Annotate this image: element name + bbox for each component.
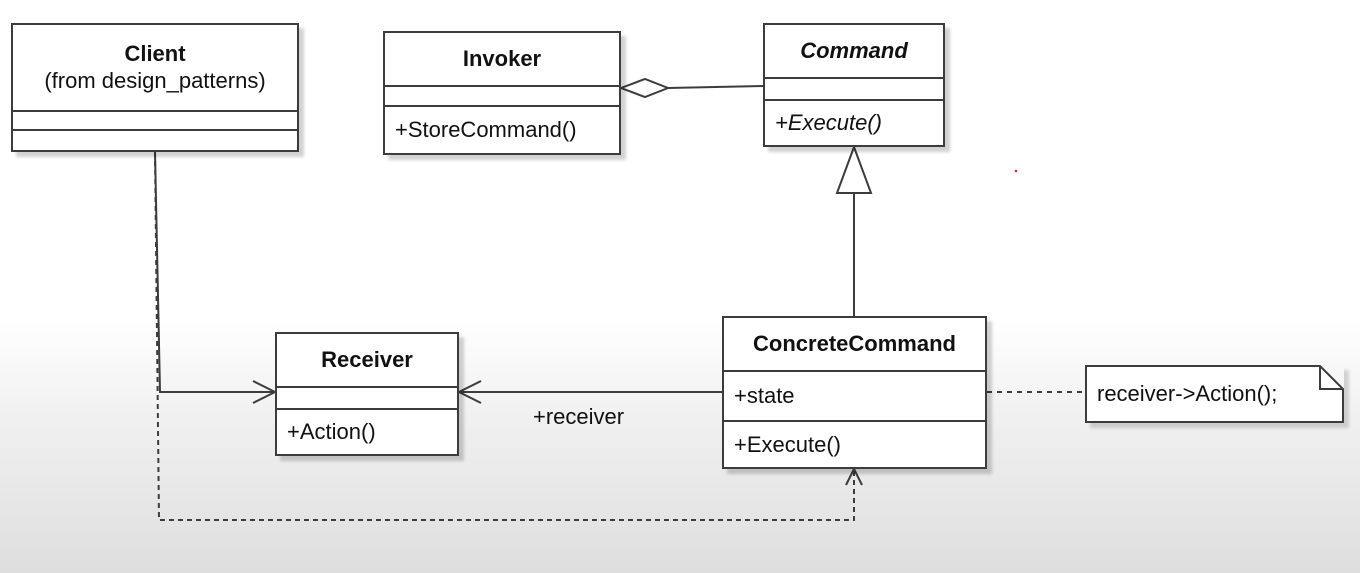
class-command-name: Command bbox=[765, 25, 943, 79]
class-command-operation: +Execute() bbox=[775, 110, 882, 135]
class-client-stereotype: (from design_patterns) bbox=[44, 67, 266, 93]
note-text: receiver->Action(); bbox=[1097, 381, 1278, 406]
class-invoker-operations: +StoreCommand() bbox=[385, 107, 619, 153]
class-receiver-operation: +Action() bbox=[287, 419, 376, 444]
aggregation-line bbox=[667, 85, 764, 89]
class-receiver-attributes bbox=[277, 388, 457, 410]
class-client-operations bbox=[13, 131, 297, 150]
class-command-operations: +Execute() bbox=[765, 101, 943, 145]
receiver-association-label: +receiver bbox=[533, 404, 625, 429]
class-concrete-command-operation: +Execute() bbox=[734, 431, 841, 457]
class-client-name: Client (from design_patterns) bbox=[13, 25, 297, 112]
class-concrete-command-name: ConcreteCommand bbox=[724, 318, 985, 372]
note-shape bbox=[1085, 365, 1344, 423]
class-command-attributes bbox=[765, 79, 943, 101]
aggregation-diamond bbox=[618, 77, 671, 99]
class-receiver-title: Receiver bbox=[321, 346, 413, 372]
class-invoker-operation: +StoreCommand() bbox=[395, 117, 577, 142]
class-concrete-command[interactable]: ConcreteCommand +state +Execute() bbox=[722, 316, 987, 469]
class-concrete-command-title: ConcreteCommand bbox=[753, 330, 956, 356]
class-invoker-title: Invoker bbox=[462, 45, 542, 71]
class-receiver-operations: +Action() bbox=[277, 410, 457, 454]
class-client-attributes bbox=[13, 112, 297, 131]
class-invoker[interactable]: Invoker +StoreCommand() bbox=[383, 31, 621, 155]
class-concrete-command-operations: +Execute() bbox=[724, 422, 985, 467]
class-client[interactable]: Client (from design_patterns) bbox=[11, 23, 299, 152]
class-invoker-attributes bbox=[385, 87, 619, 107]
client-concrete-dependency-arrowhead bbox=[845, 466, 863, 486]
generalization-arrowhead bbox=[835, 144, 873, 194]
class-command[interactable]: Command +Execute() bbox=[763, 23, 945, 147]
stray-dot bbox=[1014, 169, 1018, 173]
class-invoker-name: Invoker bbox=[385, 33, 619, 87]
class-receiver[interactable]: Receiver +Action() bbox=[275, 332, 459, 456]
class-concrete-command-attributes: +state bbox=[724, 372, 985, 422]
class-concrete-command-attribute: +state bbox=[734, 383, 795, 408]
client-receiver-line bbox=[154, 151, 275, 393]
class-receiver-name: Receiver bbox=[277, 334, 457, 388]
receiver-association-arrowhead bbox=[456, 380, 482, 404]
note[interactable]: receiver->Action(); bbox=[1085, 365, 1344, 423]
class-client-title: Client bbox=[124, 41, 186, 67]
class-command-title: Command bbox=[800, 37, 908, 63]
client-concrete-dependency-line bbox=[154, 151, 855, 521]
